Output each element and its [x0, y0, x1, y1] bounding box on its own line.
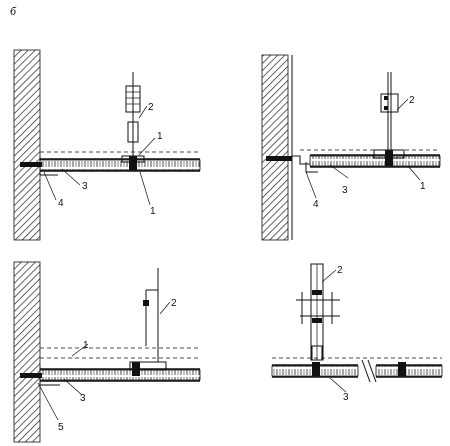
label: 2	[409, 95, 415, 106]
label: 1	[83, 340, 89, 351]
wall	[13, 261, 41, 443]
ceiling-board	[375, 365, 443, 377]
hanger	[121, 72, 145, 170]
panel-letter: б	[10, 4, 17, 18]
ceiling-board	[39, 369, 201, 381]
ceiling-board	[39, 159, 201, 171]
wall	[13, 49, 41, 241]
label: 4	[313, 199, 319, 210]
label: 3	[343, 392, 349, 403]
label: 3	[82, 181, 88, 192]
label: 1	[150, 206, 156, 217]
label: 2	[337, 265, 343, 276]
hanger	[373, 72, 405, 166]
label: 2	[171, 298, 177, 309]
panel-bottom-right: 2 3	[271, 263, 443, 403]
hanger	[129, 268, 167, 376]
label: 3	[342, 185, 348, 196]
ceiling-board	[309, 155, 441, 167]
label: 5	[58, 422, 64, 433]
panel-bottom-left: 2 1 3 5	[13, 261, 201, 443]
label: 1	[157, 131, 163, 142]
panel-top-left: 2 1 3 4 1	[13, 49, 201, 241]
panel-top-right: 2 3 4 1	[261, 54, 441, 241]
label: 3	[80, 393, 86, 404]
label: 2	[148, 102, 154, 113]
label: 4	[58, 198, 64, 209]
wall	[261, 54, 289, 241]
label: 1	[420, 181, 426, 192]
hanger	[296, 263, 340, 361]
